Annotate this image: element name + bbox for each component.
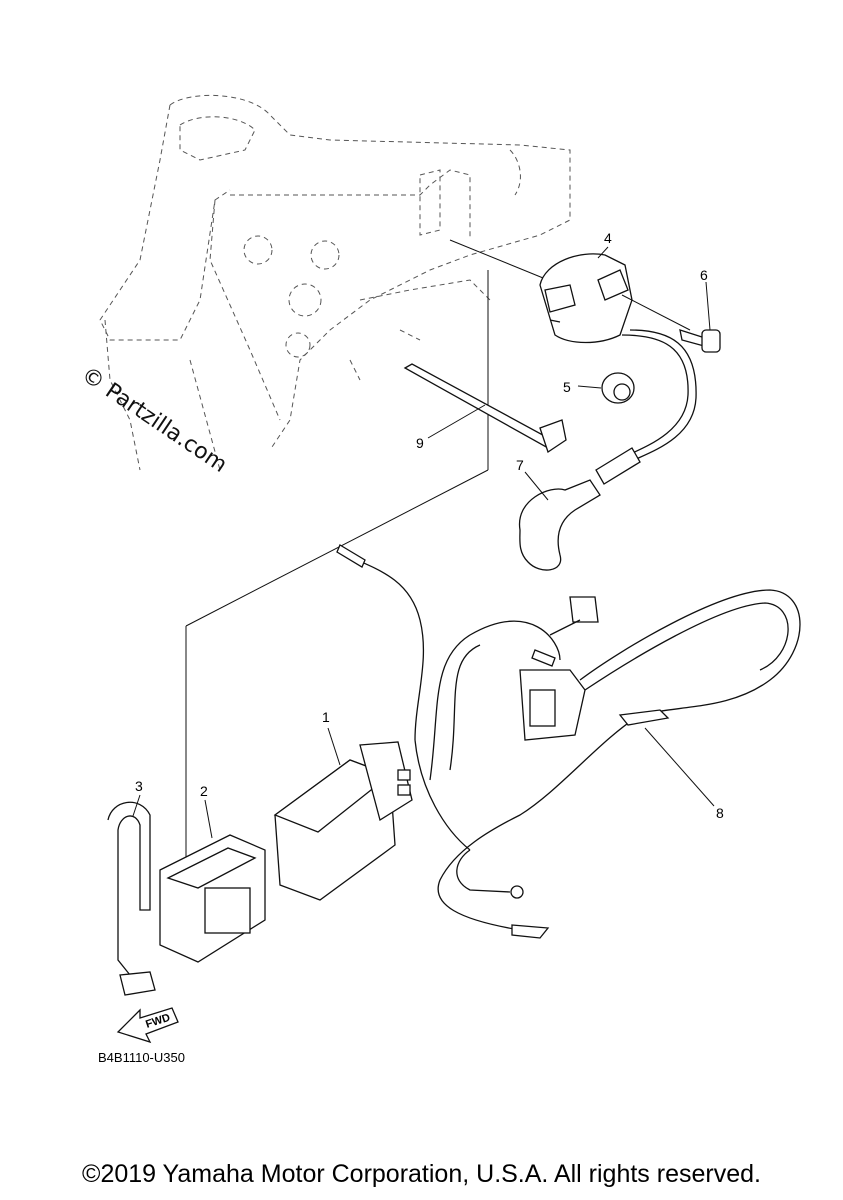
wire-harness xyxy=(336,544,801,939)
callout-3: 3 xyxy=(135,778,143,794)
bolt xyxy=(679,329,721,353)
callout-6: 6 xyxy=(700,267,708,283)
ignition-coil xyxy=(539,253,691,344)
callout-7: 7 xyxy=(516,457,524,473)
callout-8: 8 xyxy=(716,805,724,821)
diagram-code: B4B1110-U350 xyxy=(98,1050,185,1065)
cdi-holder xyxy=(159,834,266,963)
callout-2: 2 xyxy=(200,783,208,799)
callout-1: 1 xyxy=(322,709,330,725)
band xyxy=(107,801,156,996)
bracket-stay xyxy=(403,363,567,454)
frame-outline xyxy=(99,94,571,471)
grommet xyxy=(601,372,635,404)
fwd-arrow: FWD xyxy=(116,1007,179,1044)
copyright-notice: ©2019 Yamaha Motor Corporation, U.S.A. A… xyxy=(82,1160,761,1188)
callout-4: 4 xyxy=(604,230,612,246)
callout-9: 9 xyxy=(416,435,424,451)
cdi-unit xyxy=(273,741,413,901)
spark-plug-cap xyxy=(518,329,697,571)
callout-5: 5 xyxy=(563,379,571,395)
callout-leaders xyxy=(132,246,715,839)
watermark: © Partzilla.com xyxy=(77,362,232,478)
